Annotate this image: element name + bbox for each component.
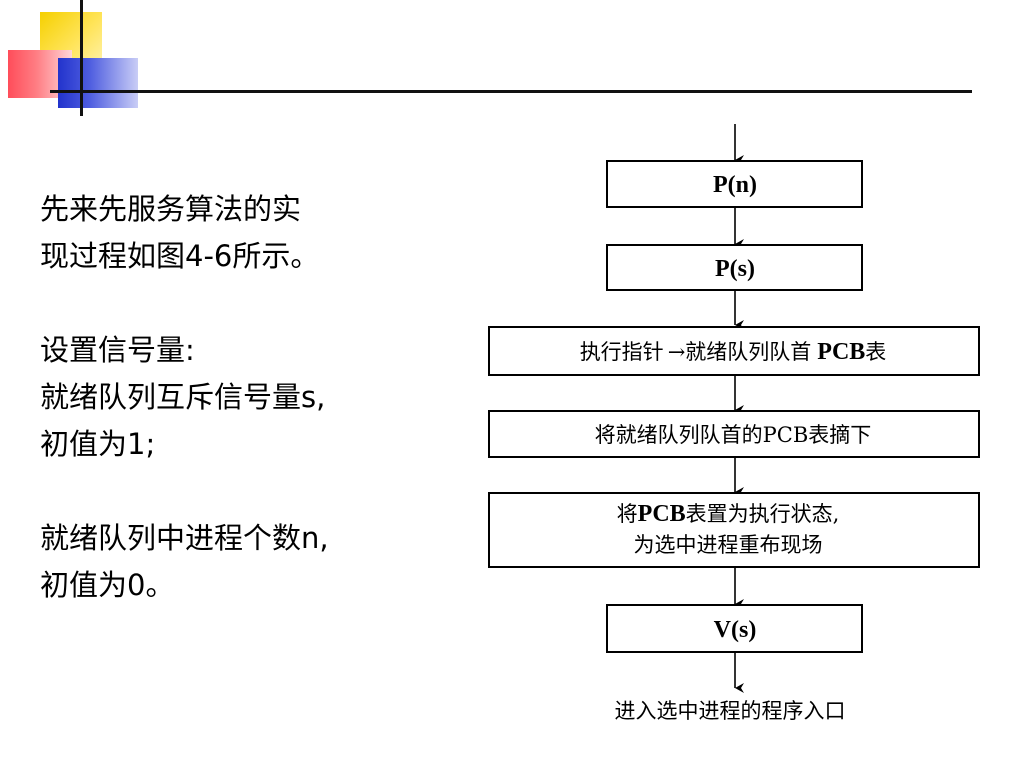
decor-blue-square [58, 58, 138, 108]
semaphore-heading: 设置信号量: [40, 333, 195, 367]
set-running-suffix: 表置为执行状态, [686, 502, 840, 526]
exec-pointer-text: 执行指针 [580, 340, 664, 364]
table-suffix-text: 表 [865, 340, 886, 364]
intro-line-1: 先来先服务算法的实 [40, 192, 302, 226]
flow-box-exec-pointer [488, 326, 980, 376]
mutex-semaphore-line-2: 初值为1; [40, 427, 156, 461]
flow-box-v-s [606, 604, 863, 653]
ready-queue-head-text: 就绪队列队首 [685, 340, 811, 364]
flow-box-p-s [606, 244, 863, 291]
set-running-prefix: 将 [617, 502, 638, 526]
flow-box-v-s-label: V(s) [714, 617, 757, 643]
process-count-line-2: 初值为0。 [40, 568, 175, 602]
pcb-text: PCB [817, 339, 865, 365]
flow-box-set-running-line-1: 将PCB表置为执行状态, [617, 501, 840, 527]
flow-box-remove-pcb-label: 将就绪队列队首的PCB表摘下 [595, 423, 872, 447]
flow-box-set-running [488, 492, 980, 568]
right-arrow-icon: → [668, 340, 686, 364]
mutex-semaphore-line-1: 就绪队列互斥信号量s, [40, 380, 326, 414]
decor-vertical-rule [80, 0, 83, 116]
flow-box-p-n [606, 160, 863, 208]
flow-box-remove-pcb [488, 410, 980, 458]
set-running-pcb: PCB [638, 501, 686, 527]
title-divider-rule [50, 90, 972, 93]
flow-box-p-s-label: P(s) [715, 256, 755, 282]
intro-line-2: 现过程如图4-6所示。 [40, 239, 320, 273]
process-count-line-1: 就绪队列中进程个数n, [40, 521, 329, 555]
flow-box-p-n-label: P(n) [713, 172, 757, 198]
flow-box-set-running-line-2: 为选中进程重布现场 [634, 533, 823, 557]
body-text: 先来先服务算法的实 现过程如图4-6所示。 设置信号量: 就绪队列互斥信号量s,… [40, 186, 460, 609]
flow-end-label: 进入选中进程的程序入口 [615, 699, 846, 723]
